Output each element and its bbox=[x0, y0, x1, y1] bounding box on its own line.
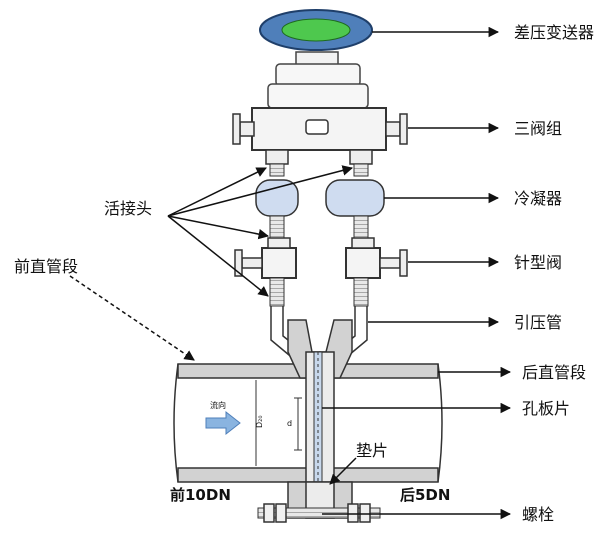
label-orifice-plate: 孔板片 bbox=[522, 399, 570, 418]
d20-label: D₂₀ bbox=[255, 415, 264, 428]
label-downstream-straight: 后直管段 bbox=[522, 363, 586, 382]
label-needle-valve: 针型阀 bbox=[514, 253, 562, 272]
dimension-marks bbox=[255, 380, 302, 466]
dp-transmitter bbox=[259, 9, 373, 109]
label-union: 活接头 bbox=[104, 199, 152, 218]
flow-direction-label: 流向 bbox=[210, 400, 226, 410]
label-upstream-straight: 前直管段 bbox=[14, 257, 78, 276]
needle-valves bbox=[234, 237, 408, 307]
three-valve-manifold bbox=[232, 107, 408, 177]
flow-arrow bbox=[205, 410, 241, 436]
label-three-valve: 三阀组 bbox=[514, 119, 562, 138]
label-back-dn: 后5DN bbox=[400, 486, 450, 504]
label-front-dn: 前10DN bbox=[170, 486, 231, 504]
union-fittings bbox=[269, 215, 369, 239]
label-condenser: 冷凝器 bbox=[514, 189, 562, 208]
bolt bbox=[257, 503, 381, 523]
label-dp-transmitter: 差压变送器 bbox=[514, 23, 594, 42]
label-impulse-tube: 引压管 bbox=[514, 313, 562, 332]
condensers bbox=[255, 179, 385, 217]
label-gasket: 垫片 bbox=[356, 441, 388, 460]
main-pipe bbox=[173, 319, 443, 519]
callout-arrows bbox=[69, 26, 512, 520]
d-label: d bbox=[287, 419, 292, 428]
label-bolt: 螺栓 bbox=[522, 505, 554, 524]
